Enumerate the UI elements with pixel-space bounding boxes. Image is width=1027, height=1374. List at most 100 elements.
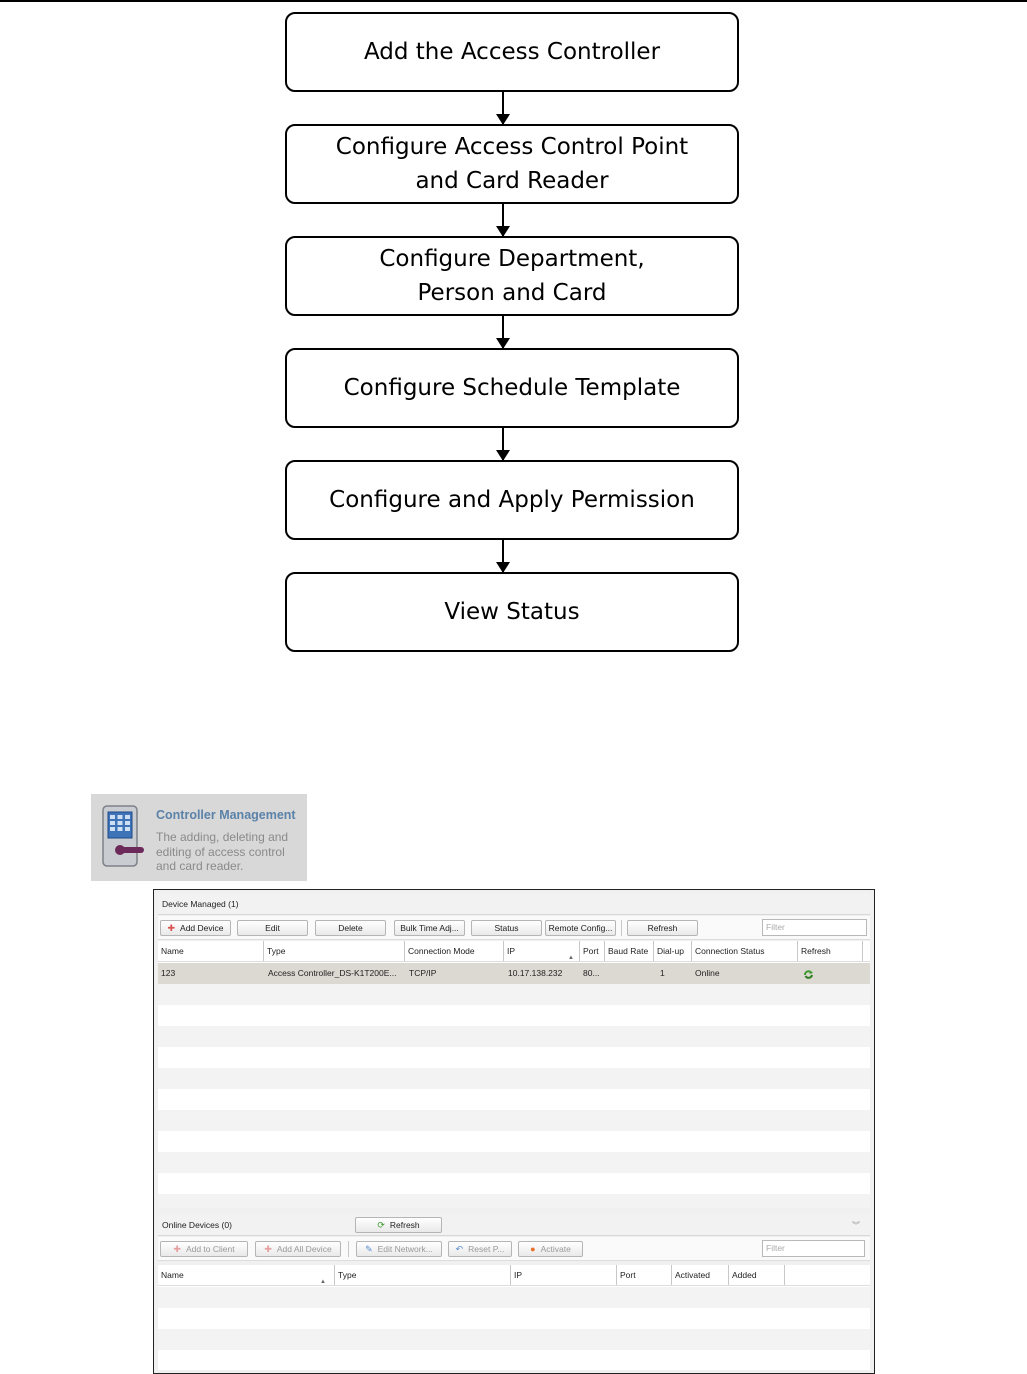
toolbar-separator — [621, 920, 622, 936]
empty-row — [158, 1329, 870, 1350]
flow-arrow — [496, 428, 510, 461]
flow-step-label: Configure Access Control Point and Card … — [335, 134, 689, 194]
controller-management-tile[interactable]: Controller Management The adding, deleti… — [91, 794, 307, 881]
bulb-icon: ● — [530, 1243, 536, 1254]
col-port[interactable]: Port — [579, 941, 604, 961]
empty-row — [158, 1026, 870, 1047]
edit-network-button[interactable]: ✎ Edit Network... — [356, 1241, 442, 1257]
empty-row — [158, 1173, 870, 1194]
cell-dial-up: 1 — [660, 968, 665, 978]
flow-arrow — [496, 204, 510, 237]
empty-row — [158, 984, 870, 1005]
delete-button[interactable]: Delete — [315, 920, 386, 936]
col-baud-rate[interactable]: Baud Rate — [604, 941, 653, 961]
device-managed-toolbar: ✚ Add Device Edit Delete Bulk Time Adj..… — [158, 916, 870, 940]
device-management-window: Device Managed (1) ✚ Add Device Edit Del… — [153, 889, 875, 1374]
flow-arrow — [496, 540, 510, 573]
col-filler — [862, 941, 870, 961]
refresh-button[interactable]: Refresh — [627, 920, 698, 936]
col-dial-up[interactable]: Dial-up — [653, 941, 691, 961]
col-activated[interactable]: Activated — [671, 1265, 728, 1285]
remote-config-label: Remote Config... — [548, 923, 613, 933]
col-connection-status[interactable]: Connection Status — [691, 941, 797, 961]
status-button[interactable]: Status — [471, 920, 542, 936]
reset-password-button[interactable]: ↶ Reset P... — [448, 1241, 512, 1257]
col-type[interactable]: Type — [263, 941, 404, 961]
online-filter-input[interactable]: Filter — [762, 1240, 865, 1257]
empty-row — [158, 1152, 870, 1173]
flow-arrow — [496, 316, 510, 349]
add-all-device-button[interactable]: ✚ Add All Device — [255, 1241, 341, 1257]
col-filler — [784, 1265, 870, 1285]
col-ip-label: IP — [507, 946, 516, 956]
empty-row — [158, 1110, 870, 1131]
flow-step-label: View Status — [444, 599, 580, 625]
col-ip[interactable]: IP ▲ — [503, 941, 579, 961]
table-row[interactable]: 123 Access Controller_DS-K1T200E... TCP/… — [158, 963, 870, 984]
sort-ascending-icon: ▲ — [568, 955, 574, 961]
empty-row — [158, 1047, 870, 1068]
flow-step-view-status: View Status — [285, 572, 739, 652]
col-connection-mode[interactable]: Connection Mode — [404, 941, 503, 961]
online-devices-header: Online Devices (0) ⟳ Refresh ︾ — [158, 1214, 870, 1236]
device-managed-header: Device Managed (1) — [158, 893, 870, 915]
edit-button[interactable]: Edit — [237, 920, 308, 936]
refresh-icon: ⟳ — [377, 1219, 385, 1230]
add-device-label: Add Device — [180, 923, 224, 933]
page-top-rule — [0, 0, 1027, 2]
empty-row — [158, 1308, 870, 1329]
flow-arrow — [496, 92, 510, 125]
edit-label: Edit — [265, 923, 280, 933]
edit-network-label: Edit Network... — [377, 1244, 433, 1254]
col-name[interactable]: Name ▲ — [158, 1265, 334, 1285]
refresh-label: Refresh — [647, 923, 678, 933]
cell-baud-rate — [604, 963, 653, 984]
empty-row — [158, 1350, 870, 1370]
col-added[interactable]: Added — [728, 1265, 784, 1285]
bulk-time-label: Bulk Time Adj... — [400, 923, 459, 933]
col-port[interactable]: Port — [616, 1265, 671, 1285]
collapse-icon[interactable]: ︾ — [852, 1221, 860, 1230]
flow-step-add-controller: Add the Access Controller — [285, 12, 739, 92]
empty-row — [158, 1005, 870, 1026]
reset-label: Reset P... — [468, 1244, 505, 1254]
activate-button[interactable]: ● Activate — [518, 1241, 583, 1257]
online-devices-toolbar: ✚ Add to Client ✚ Add All Device ✎ Edit … — [158, 1237, 870, 1261]
add-to-client-button[interactable]: ✚ Add to Client — [160, 1241, 248, 1257]
plus-icon: ✚ — [264, 1243, 272, 1254]
cell-connection-mode: TCP/IP — [409, 968, 437, 978]
flow-step-label: Add the Access Controller — [363, 39, 661, 65]
empty-row — [158, 1131, 870, 1152]
add-device-button[interactable]: ✚ Add Device — [160, 920, 231, 936]
col-type[interactable]: Type — [334, 1265, 510, 1285]
col-refresh[interactable]: Refresh — [797, 941, 862, 961]
refresh-icon[interactable] — [803, 969, 814, 980]
device-filter-input[interactable]: Filter — [762, 919, 867, 936]
tile-title: Controller Management — [156, 808, 296, 822]
online-devices-table: Name ▲ Type IP Port Activated Added — [158, 1265, 870, 1370]
col-ip[interactable]: IP — [510, 1265, 616, 1285]
plus-icon: ✚ — [167, 922, 176, 933]
flow-step-department: Configure Department, Person and Card — [285, 236, 739, 316]
access-control-lock-icon — [102, 805, 144, 867]
col-name-label: Name — [161, 1270, 184, 1280]
bulk-time-adjust-button[interactable]: Bulk Time Adj... — [394, 920, 465, 936]
online-refresh-button[interactable]: ⟳ Refresh — [355, 1217, 442, 1233]
cell-name: 123 — [161, 968, 176, 978]
flow-step-access-point: Configure Access Control Point and Card … — [285, 124, 739, 204]
toolbar-separator — [348, 1241, 349, 1257]
col-name[interactable]: Name — [161, 946, 184, 956]
cell-connection-status: Online — [695, 968, 720, 978]
flow-step-label: Configure and Apply Permission — [329, 487, 695, 513]
remote-config-button[interactable]: Remote Config... — [545, 920, 616, 936]
device-managed-title: Device Managed (1) — [162, 898, 239, 909]
tile-description: The adding, deleting and editing of acce… — [156, 830, 289, 873]
empty-row — [158, 1089, 870, 1110]
flow-step-label: Configure Schedule Template — [343, 375, 681, 401]
flow-step-label: Configure Department, Person and Card — [379, 246, 645, 306]
cell-port: 80... — [583, 968, 600, 978]
undo-icon: ↶ — [455, 1243, 464, 1254]
empty-row — [158, 1068, 870, 1089]
flow-step-permission: Configure and Apply Permission — [285, 460, 739, 540]
activate-label: Activate — [540, 1244, 571, 1254]
